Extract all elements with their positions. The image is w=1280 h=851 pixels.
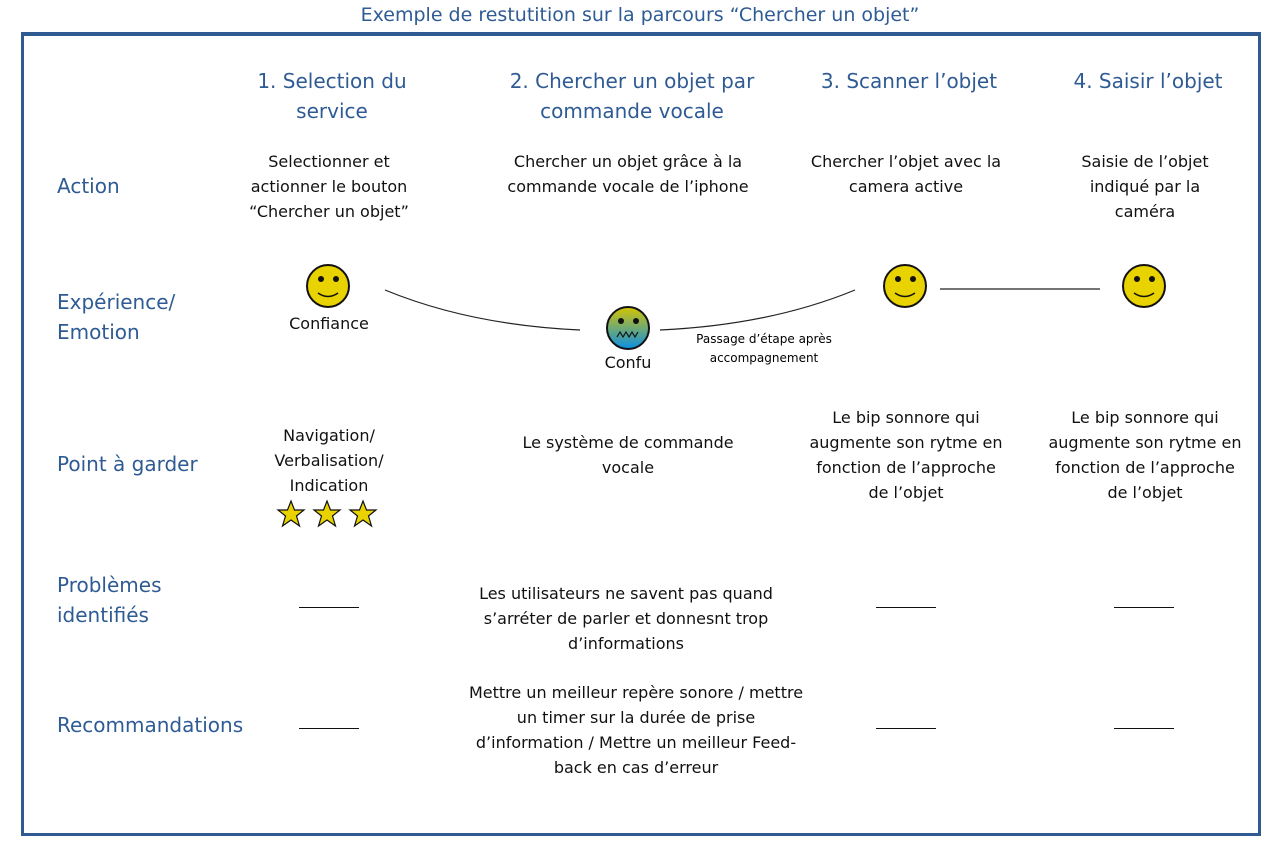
star-icon (276, 499, 306, 528)
happy-face-icon (883, 264, 927, 308)
empty-dash (876, 728, 936, 729)
empty-dash (299, 728, 359, 729)
step-2-heading: 2. Chercher un objet par commande vocale (509, 69, 755, 123)
problem-2: Les utilisateurs ne savent pas quand s’a… (479, 584, 773, 653)
point-3: Le bip sonnore qui augmente son rytme en… (809, 408, 1003, 502)
row-label-points: Point à garder (57, 452, 198, 476)
page-title: Exemple de restutition sur la parcours “… (360, 4, 920, 26)
confused-face-icon (606, 306, 650, 350)
point-2: Le système de commande vocale (522, 433, 734, 477)
empty-dash (876, 607, 936, 608)
transition-note: Passage d’étape après accompagnement (696, 332, 832, 365)
happy-face-icon (306, 264, 350, 308)
step-1-heading: 1. Selection du service (257, 69, 407, 123)
reco-2: Mettre un meilleur repère sonore / mettr… (468, 683, 804, 777)
action-4: Saisie de l’objet indiqué par la caméra (1081, 152, 1209, 221)
empty-dash (1114, 728, 1174, 729)
happy-face-icon (1122, 264, 1166, 308)
step-3-heading: 3. Scanner l’objet (820, 69, 998, 93)
journey-frame (21, 32, 1261, 836)
action-2: Chercher un objet grâce à la commande vo… (507, 152, 749, 196)
star-icon (312, 499, 342, 528)
rating-stars (276, 499, 378, 528)
action-3: Chercher l’objet avec la camera active (810, 152, 1002, 196)
action-1: Selectionner et actionner le bouton “Che… (249, 152, 409, 221)
emotion-label-confiance: Confiance (289, 314, 369, 333)
row-label-recos: Recommandations (57, 713, 244, 737)
row-label-action: Action (57, 174, 120, 198)
star-icon (348, 499, 378, 528)
row-label-experience: Expérience/ Emotion (57, 290, 176, 344)
step-4-heading: 4. Saisir l’objet (1073, 69, 1223, 93)
row-label-problems: Problèmes identifiés (57, 573, 162, 627)
point-4: Le bip sonnore qui augmente son rytme en… (1048, 408, 1242, 502)
emotion-label-confu: Confu (604, 353, 652, 372)
empty-dash (299, 607, 359, 608)
point-1: Navigation/ Verbalisation/ Indication (274, 426, 384, 495)
empty-dash (1114, 607, 1174, 608)
